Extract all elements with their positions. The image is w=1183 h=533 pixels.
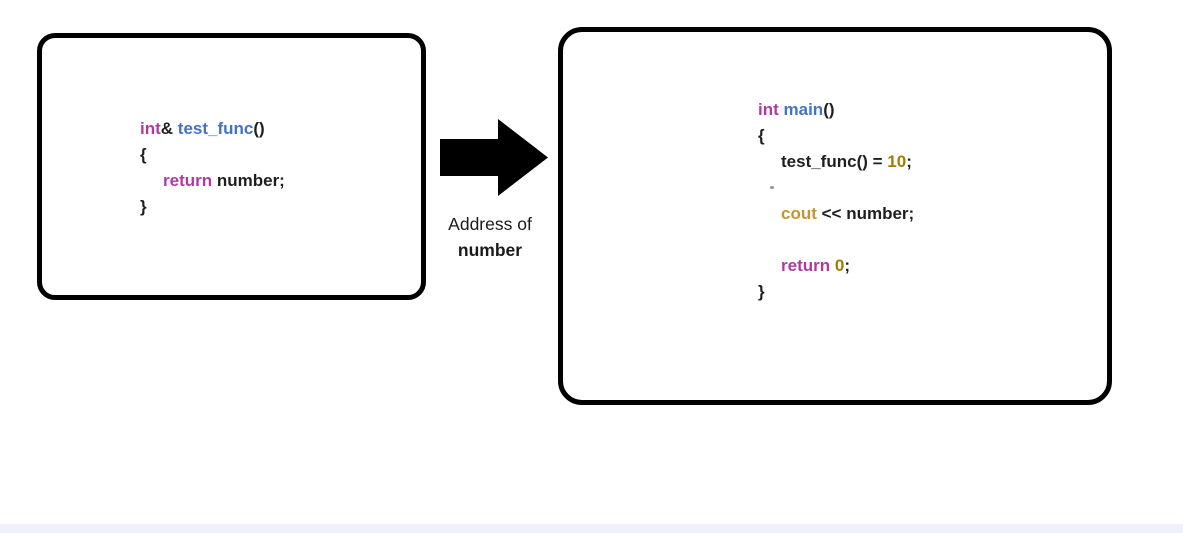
code-token: << number; <box>816 204 915 223</box>
right-code-box <box>558 27 1112 405</box>
code-line <box>758 175 914 201</box>
arrow-label: Address of number <box>432 211 548 263</box>
code-token: } <box>140 197 147 216</box>
code-token: test_func() = <box>781 152 888 171</box>
code-token: { <box>140 145 147 164</box>
code-line: return number; <box>140 168 285 194</box>
code-token: return <box>163 171 213 190</box>
code-line: } <box>140 194 285 220</box>
arrow-label-line2: number <box>457 240 523 260</box>
code-token: () <box>823 100 835 119</box>
code-line: return 0; <box>758 253 914 279</box>
code-line: { <box>758 123 914 149</box>
code-token: main <box>783 100 824 119</box>
code-token: 10 <box>887 152 907 171</box>
code-token: { <box>758 126 765 145</box>
code-line: cout << number; <box>758 201 914 227</box>
code-token: 0 <box>834 256 845 275</box>
code-token: ; <box>906 152 912 171</box>
footer-strip <box>0 524 1183 533</box>
code-line: { <box>140 142 285 168</box>
left-code-box <box>37 33 426 300</box>
code-line <box>758 227 914 253</box>
stray-dot <box>770 186 774 189</box>
arrow-label-line1: Address of <box>448 214 532 234</box>
code-token: cout <box>781 204 817 223</box>
code-token: } <box>758 282 765 301</box>
code-token: () <box>253 119 265 138</box>
code-line: int& test_func() <box>140 116 285 142</box>
right-code-snippet: int main() { test_func() = 10; cout << num… <box>758 97 914 305</box>
left-code-snippet: int& test_func() { return number;} <box>140 116 285 220</box>
code-token: test_func <box>177 119 254 138</box>
code-token: number; <box>212 171 285 190</box>
code-token: return <box>781 256 831 275</box>
code-line: } <box>758 279 914 305</box>
code-token: & <box>160 119 178 138</box>
code-line: test_func() = 10; <box>758 149 914 175</box>
code-token: ; <box>844 256 850 275</box>
code-line: int main() <box>758 97 914 123</box>
arrow-right-icon <box>440 119 548 196</box>
code-token: int <box>140 119 161 138</box>
code-token: int <box>758 100 779 119</box>
arrow-right-shape <box>440 119 548 196</box>
